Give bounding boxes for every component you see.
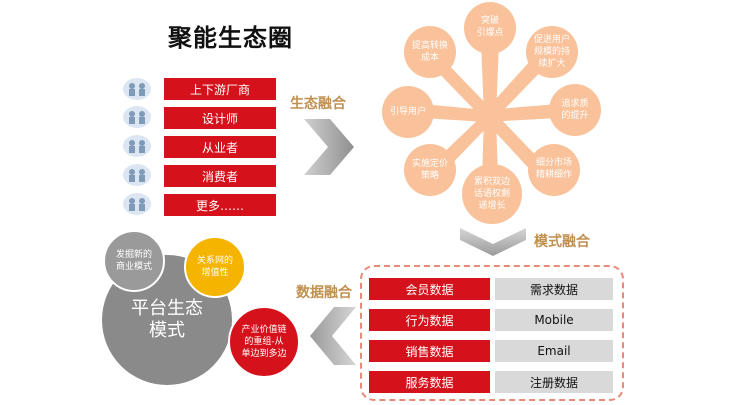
stakeholder-item: 从业者 — [164, 136, 276, 158]
data-row-left: 销售数据 — [369, 340, 490, 362]
chevron-left-icon — [310, 307, 356, 365]
people-icon — [123, 164, 151, 186]
data-table-frame — [360, 265, 624, 401]
petal-label: 突破 引爆点 — [476, 16, 504, 38]
stakeholder-item: 上下游厂商 — [164, 78, 276, 100]
petal-label: 实施定价 策略 — [411, 159, 448, 181]
model-fusion-label: 模式融合 — [534, 234, 590, 250]
data-row-left: 会员数据 — [369, 278, 490, 300]
data-row-right: 需求数据 — [495, 278, 613, 300]
data-row-left: 行为数据 — [369, 309, 490, 331]
network-label: 关系网的 增值性 — [196, 256, 233, 278]
platform-main-label: 平台生态 模式 — [131, 298, 203, 341]
stakeholder-item: 设计师 — [164, 107, 276, 129]
chain-label: 产业价值链 的重组-从 单边到多边 — [241, 325, 287, 359]
ecosystem-fusion-label: 生态融合 — [290, 96, 346, 112]
people-icon — [123, 106, 151, 128]
data-row-right: Mobile — [495, 309, 613, 331]
data-row-right: Email — [495, 340, 613, 362]
petal-label: 追求质 的提升 — [561, 99, 589, 121]
petal-label: 引导用户 — [389, 107, 426, 117]
people-icon — [123, 193, 151, 215]
petal-label: 提高转换 成本 — [411, 41, 448, 63]
chevron-right-icon — [304, 119, 354, 175]
petal-label: 累积双边 话语权剩 递增长 — [473, 177, 510, 211]
discover-circle: 发掘新的 商业模式 — [103, 230, 165, 292]
stakeholder-item: 更多…… — [164, 194, 276, 216]
chevron-down-icon — [460, 228, 526, 256]
petal-label: 促进用户 规模的持 续扩大 — [533, 35, 570, 69]
data-fusion-label: 数据融合 — [296, 285, 352, 301]
petal-label: 细分市场 精耕细作 — [535, 158, 572, 180]
stakeholder-item: 消费者 — [164, 165, 276, 187]
people-icon — [123, 135, 151, 157]
data-row-left: 服务数据 — [369, 371, 490, 393]
page-title: 聚能生态圈 — [168, 24, 293, 52]
data-row-right: 注册数据 — [495, 371, 613, 393]
people-icon — [123, 78, 151, 100]
discover-label: 发掘新的 商业模式 — [115, 250, 152, 272]
network-circle: 关系网的 增值性 — [184, 236, 246, 298]
ecosystem-flower — [382, 2, 601, 224]
chain-circle: 产业价值链 的重组-从 单边到多边 — [228, 306, 300, 378]
